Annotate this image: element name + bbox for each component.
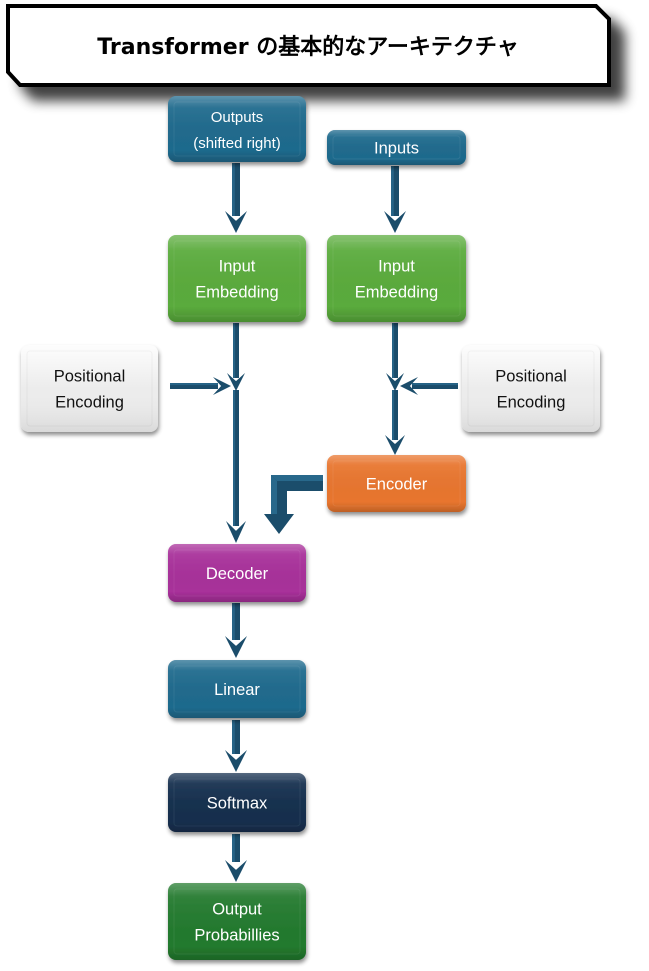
node-label: Outputs — [211, 109, 264, 126]
node-bevel — [168, 883, 306, 960]
node-label: Positional — [54, 368, 126, 386]
node-bevel-inner — [467, 350, 595, 427]
node-bevel — [168, 773, 306, 832]
node-label: Inputs — [374, 140, 419, 158]
node-decoder-embedding — [168, 235, 306, 322]
node-bevel-inner — [173, 549, 301, 597]
node-label: Encoding — [55, 394, 124, 412]
arrows-layer — [170, 163, 458, 882]
node-bevel — [168, 235, 306, 322]
node-bevel — [327, 455, 466, 512]
node-bevel-inner — [173, 101, 301, 157]
arrowhead-decoder-to-linear — [225, 636, 247, 658]
node-bevel-inner — [332, 240, 461, 317]
node-label: Embedding — [195, 284, 278, 302]
arrowhead-positional-right — [400, 377, 418, 395]
arrow-softmax-to-output — [232, 834, 240, 862]
node-bevel-inner — [26, 350, 153, 427]
arrow-decoder-to-linear — [232, 603, 240, 640]
arrowhead-dec-junction — [227, 373, 245, 391]
node-label: Positional — [495, 368, 567, 386]
title-banner — [6, 4, 611, 87]
node-label: Encoder — [366, 476, 428, 494]
arrow-encoder-to-decoder — [264, 475, 323, 534]
arrowhead-to-decoder — [226, 521, 246, 543]
node-label: Decoder — [206, 565, 269, 583]
arrowhead-to-encoder — [385, 435, 405, 455]
node-bevel — [21, 345, 158, 432]
node-output-probabilities — [168, 883, 306, 960]
arrow-inputs-to-embedding — [391, 166, 399, 216]
node-bevel-inner — [332, 135, 461, 160]
node-bevel — [168, 660, 306, 718]
arrow-positional-left — [170, 383, 218, 389]
node-encoder-embedding — [327, 235, 466, 322]
node-bevel — [462, 345, 600, 432]
arrowhead-linear-to-softmax — [225, 750, 247, 772]
node-label: Input — [378, 258, 415, 276]
node-label: Embedding — [355, 284, 438, 302]
node-bevel — [327, 130, 466, 165]
node-label: (shifted right) — [193, 135, 281, 152]
node-label: Linear — [214, 681, 260, 699]
node-label: Probabillies — [194, 927, 279, 945]
diagram-title: Transformer の基本的なアーキテクチャ — [97, 34, 518, 60]
node-inputs — [327, 130, 466, 165]
nodes-layer: Outputs (shifted right) InputsInputEmbeddi… — [21, 96, 600, 960]
arrow-outputs-to-embedding — [232, 163, 240, 216]
node-bevel — [168, 544, 306, 602]
node-bevel-inner — [332, 460, 461, 507]
arrow-positional-right — [412, 383, 458, 389]
node-bevel-inner — [173, 778, 301, 827]
node-bevel-inner — [173, 888, 301, 955]
arrow-dec-embedding-to-junction — [233, 323, 239, 378]
node-positional-encoding-left — [21, 345, 158, 432]
arrow-junction-to-decoder — [233, 390, 239, 526]
node-linear — [168, 660, 306, 718]
node-label: Input — [219, 258, 256, 276]
arrowhead-positional-left — [213, 377, 231, 395]
node-label: Softmax — [207, 795, 268, 813]
node-bevel-inner — [173, 240, 301, 317]
node-encoder — [327, 455, 466, 512]
node-bevel-inner — [173, 665, 301, 713]
node-label: Encoding — [497, 394, 566, 412]
arrowhead-inputs-to-embedding — [384, 211, 406, 233]
arrowhead-outputs-to-embedding — [225, 211, 247, 233]
title-box — [6, 4, 611, 87]
node-bevel — [168, 96, 306, 162]
node-decoder — [168, 544, 306, 602]
node-label: Output — [212, 901, 262, 919]
arrow-junction-to-encoder — [392, 390, 398, 440]
arrow-enc-embedding-to-junction — [392, 323, 398, 378]
arrowhead-softmax-to-output — [225, 860, 247, 882]
node-positional-encoding-right — [462, 345, 600, 432]
node-softmax — [168, 773, 306, 832]
arrow-linear-to-softmax — [232, 720, 240, 754]
arrowhead-enc-junction — [386, 373, 404, 391]
node-outputs-shifted — [168, 96, 306, 162]
node-bevel — [327, 235, 466, 322]
